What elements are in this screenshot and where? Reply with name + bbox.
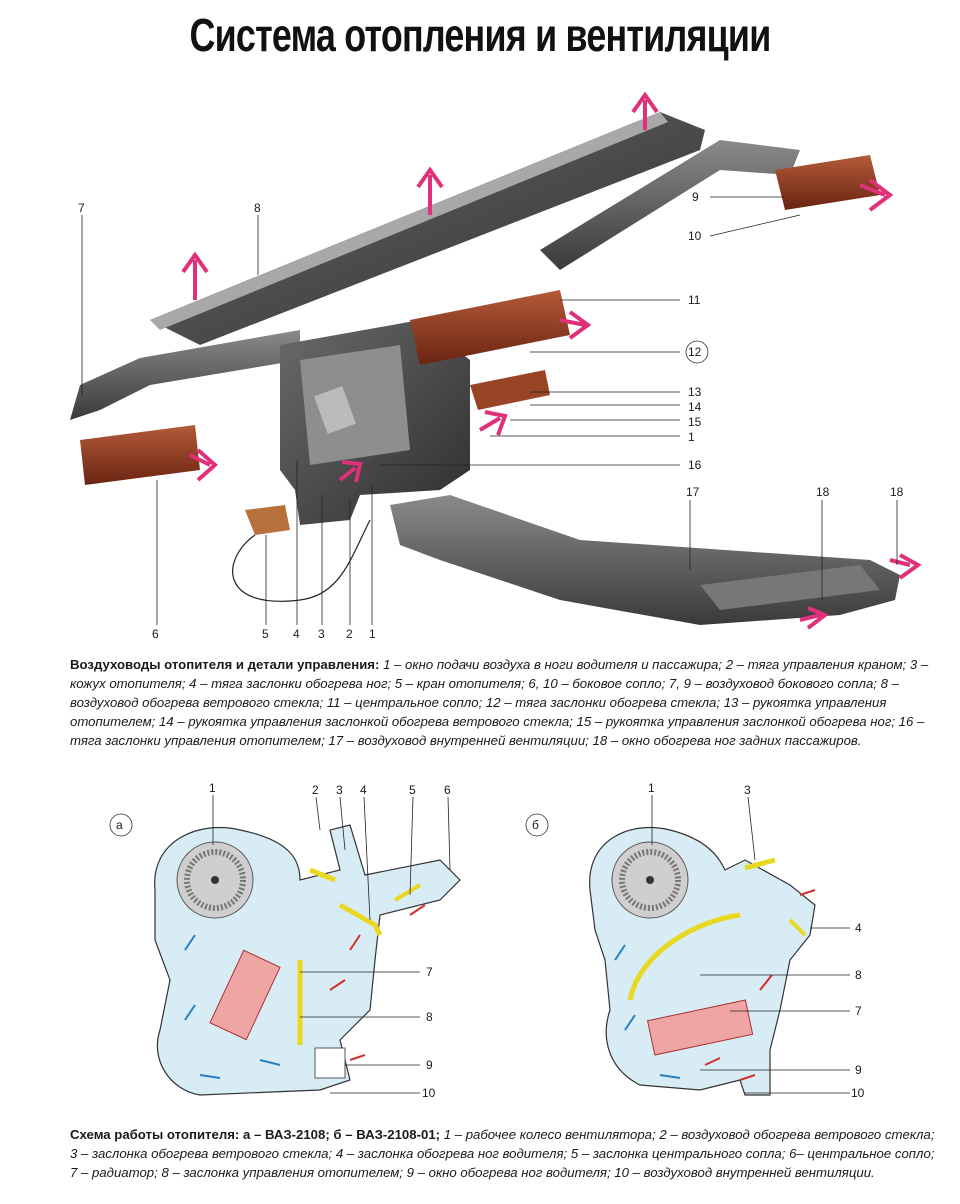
a-label-7: 7 bbox=[426, 965, 433, 979]
caption-ducts-lead: Воздуховоды отопителя и детали управлени… bbox=[70, 657, 380, 672]
caption-schemes: Схема работы отопителя: а – ВАЗ-2108; б … bbox=[70, 1125, 940, 1182]
caption-schemes-lead: Схема работы отопителя: а – ВАЗ-2108; б … bbox=[70, 1127, 441, 1142]
caption-ducts: Воздуховоды отопителя и детали управлени… bbox=[70, 655, 940, 750]
control-handles bbox=[470, 370, 550, 410]
scheme-a-letter: а bbox=[116, 818, 123, 832]
b-label-3: 3 bbox=[744, 783, 751, 797]
b-label-10: 10 bbox=[851, 1086, 865, 1100]
top-label-13: 13 bbox=[688, 385, 702, 399]
top-label-18b: 18 bbox=[890, 485, 904, 499]
page-title: Система отопления и вентиляции bbox=[189, 9, 772, 61]
left-side-nozzle bbox=[80, 425, 200, 485]
scheme-b: б 1 3 4 8 7 9 10 bbox=[525, 781, 865, 1100]
air-flow-arrows bbox=[181, 91, 922, 630]
a-label-10: 10 bbox=[422, 1086, 436, 1100]
a-label-1: 1 bbox=[209, 781, 216, 795]
a-label-9: 9 bbox=[426, 1058, 433, 1072]
central-nozzle bbox=[410, 290, 570, 365]
top-label-17: 17 bbox=[686, 485, 700, 499]
top-label-15: 15 bbox=[688, 415, 702, 429]
heater-duct-illustration: 7 8 9 10 11 12 13 14 15 1 16 17 18 18 6 … bbox=[70, 91, 922, 641]
top-label-2: 2 bbox=[346, 627, 353, 641]
b-label-8: 8 bbox=[855, 968, 862, 982]
a-label-4: 4 bbox=[360, 783, 367, 797]
top-label-1: 1 bbox=[688, 430, 695, 444]
top-label-9: 9 bbox=[692, 190, 699, 204]
top-label-3: 3 bbox=[318, 627, 325, 641]
a-label-8: 8 bbox=[426, 1010, 433, 1024]
right-side-nozzle bbox=[775, 155, 880, 210]
top-label-18a: 18 bbox=[816, 485, 830, 499]
right-side-duct bbox=[540, 140, 800, 270]
top-label-1b: 1 bbox=[369, 627, 376, 641]
top-label-10: 10 bbox=[688, 229, 702, 243]
left-side-duct bbox=[70, 330, 300, 420]
top-label-4: 4 bbox=[293, 627, 300, 641]
top-label-8: 8 bbox=[254, 201, 261, 215]
top-label-7: 7 bbox=[78, 201, 85, 215]
top-label-5: 5 bbox=[262, 627, 269, 641]
top-label-16: 16 bbox=[688, 458, 702, 472]
heater-tap bbox=[245, 505, 290, 535]
b-label-9: 9 bbox=[855, 1063, 862, 1077]
a-label-5: 5 bbox=[409, 783, 416, 797]
scheme-a: а 1 2 3 4 5 6 bbox=[109, 781, 461, 1100]
caption-ducts-text: 1 – окно подачи воздуха в ноги водителя … bbox=[70, 657, 929, 748]
top-label-12: 12 bbox=[688, 345, 702, 359]
top-label-14: 14 bbox=[688, 400, 702, 414]
b-label-1: 1 bbox=[648, 781, 655, 795]
b-label-7: 7 bbox=[855, 1004, 862, 1018]
scheme-b-letter: б bbox=[532, 818, 539, 832]
b-label-4: 4 bbox=[855, 921, 862, 935]
caption-schemes-text: 1 – рабочее колесо вентилятора; 2 – возд… bbox=[70, 1127, 935, 1180]
rear-vent-duct bbox=[390, 495, 900, 625]
a-label-6: 6 bbox=[444, 783, 451, 797]
a-label-3: 3 bbox=[336, 783, 343, 797]
top-label-11: 11 bbox=[688, 293, 701, 307]
windshield-duct bbox=[150, 112, 705, 345]
scheme-a-radiator bbox=[209, 949, 281, 1041]
top-label-6: 6 bbox=[152, 627, 159, 641]
a-label-2: 2 bbox=[312, 783, 319, 797]
scheme-b-radiator bbox=[646, 999, 754, 1056]
